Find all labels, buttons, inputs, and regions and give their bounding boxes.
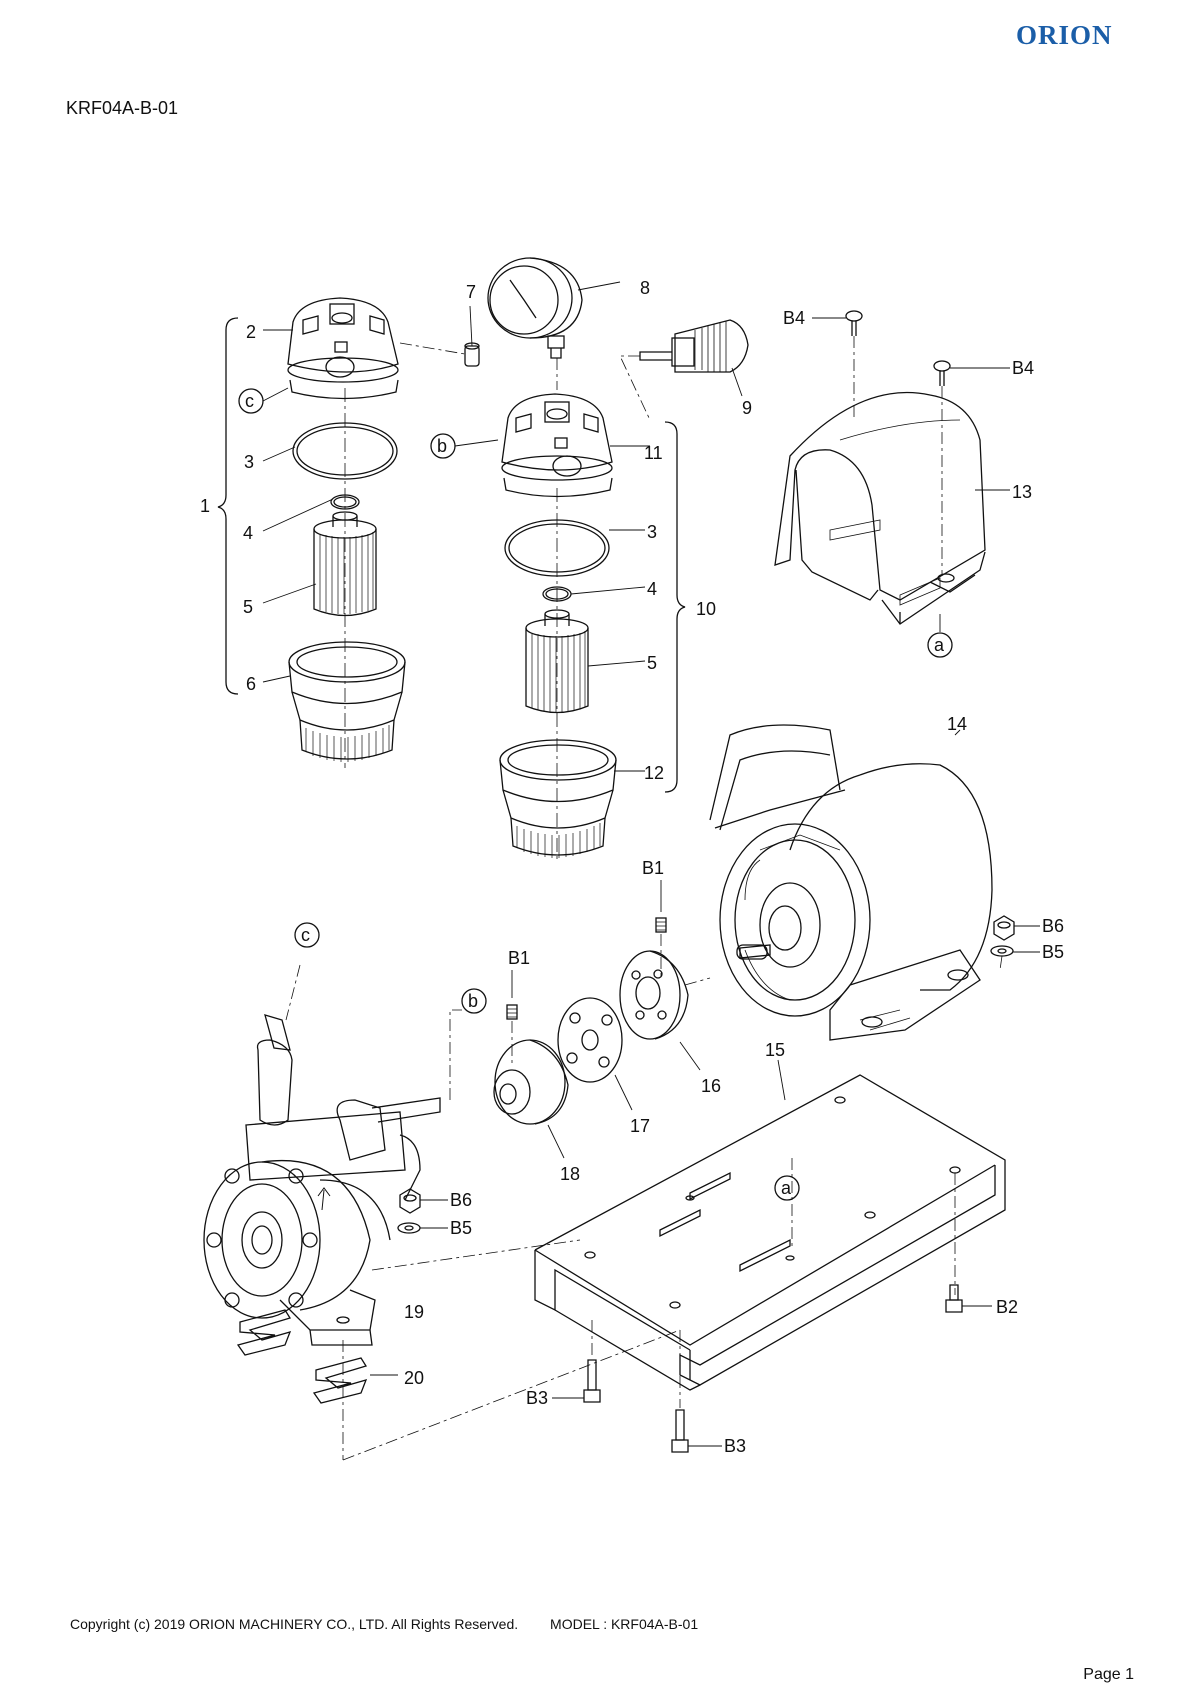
- base-plate-15: [534, 1059, 1006, 1391]
- pressure-gauge-8: [487, 257, 621, 390]
- filter-bowl-12: [499, 739, 617, 858]
- callout-b1-b: B1: [508, 948, 530, 968]
- fitting-9: [619, 319, 749, 421]
- callout-b3-b: B3: [724, 1436, 746, 1456]
- screw-b4-b: [933, 360, 1010, 576]
- mark-a-top: a: [934, 635, 945, 655]
- callout-b4-b: B4: [1012, 358, 1034, 378]
- callout-19: 19: [404, 1302, 424, 1322]
- callout-17: 17: [630, 1116, 650, 1136]
- filter-bowl-6-left: [288, 641, 406, 762]
- nut-b6-pump: [399, 1188, 448, 1214]
- document-code: KRF04A-B-01: [66, 98, 179, 118]
- callout-9: 9: [742, 398, 752, 418]
- copyright-text: Copyright (c) 2019 ORION MACHINERY CO., …: [70, 1616, 519, 1632]
- washer-b5-pump: [397, 1222, 448, 1234]
- callout-b4-a: B4: [783, 308, 805, 328]
- callout-b1-a: B1: [642, 858, 664, 878]
- bolt-b3-a: [552, 1320, 601, 1403]
- callout-13: 13: [1012, 482, 1032, 502]
- callout-16: 16: [701, 1076, 721, 1096]
- callout-8: 8: [640, 278, 650, 298]
- callout-11: 11: [644, 443, 663, 463]
- footer: Copyright (c) 2019 ORION MACHINERY CO., …: [70, 1616, 698, 1632]
- callout-5-right: 5: [647, 653, 657, 673]
- model-text: MODEL : KRF04A-B-01: [550, 1616, 699, 1632]
- washer-b5-motor: [990, 945, 1040, 971]
- shim-20: [236, 1309, 398, 1460]
- callout-6: 6: [246, 674, 256, 694]
- callout-18: 18: [560, 1164, 580, 1184]
- callout-b2: B2: [996, 1297, 1018, 1317]
- coupling-spider-17: [557, 997, 633, 1111]
- filter-assembly-right: [499, 393, 686, 860]
- callout-labels: 2 3 1 4 5 6 7 8 9 11 3 4 10 5 12 13 14 1…: [200, 278, 1064, 1456]
- connection-marks: c b a c b a: [238, 388, 953, 1201]
- coupling-16: [619, 950, 711, 1071]
- mark-c-bottom: c: [301, 925, 310, 945]
- callout-3-left: 3: [244, 452, 254, 472]
- callout-4-right: 4: [647, 579, 657, 599]
- motor-cover-13: [774, 391, 986, 625]
- callout-14: 14: [947, 714, 967, 734]
- coupling-18: [493, 1039, 569, 1159]
- callout-7: 7: [466, 282, 476, 302]
- filter-head-11: [501, 393, 613, 498]
- callout-b5-pump: B5: [450, 1218, 472, 1238]
- leader-lines: [262, 329, 1010, 772]
- callout-b6-motor: B6: [1042, 916, 1064, 936]
- callout-3-right: 3: [647, 522, 657, 542]
- callout-2: 2: [246, 322, 256, 342]
- screw-b4-a: [812, 310, 863, 420]
- callout-15: 15: [765, 1040, 785, 1060]
- callout-b5-motor: B5: [1042, 942, 1064, 962]
- callout-b6-pump: B6: [450, 1190, 472, 1210]
- nut-b6-motor: [993, 915, 1040, 941]
- set-screw-b1-a: [655, 880, 667, 980]
- callout-b3-a: B3: [526, 1388, 548, 1408]
- set-screw-b1-b: [506, 970, 518, 1065]
- mark-b-bottom: b: [468, 991, 478, 1011]
- bolt-b3-b: [671, 1330, 722, 1453]
- orion-logo: ORION: [1016, 20, 1113, 50]
- callout-5-left: 5: [243, 597, 253, 617]
- filter-assembly-left: [217, 297, 406, 768]
- motor-14: [709, 724, 993, 1041]
- callout-12: 12: [644, 763, 664, 783]
- callout-20: 20: [404, 1368, 424, 1388]
- mark-b-top: b: [437, 436, 447, 456]
- callout-10: 10: [696, 599, 716, 619]
- page-number: Page 1: [1083, 1666, 1134, 1683]
- plug-7: [399, 305, 480, 367]
- filter-head-2: [287, 297, 399, 400]
- callout-1: 1: [200, 496, 210, 516]
- callout-4-left: 4: [243, 523, 253, 543]
- pump-19: [203, 964, 441, 1346]
- bolt-b2: [945, 1284, 992, 1313]
- mark-a-bottom: a: [781, 1178, 792, 1198]
- mark-c-top: c: [245, 391, 254, 411]
